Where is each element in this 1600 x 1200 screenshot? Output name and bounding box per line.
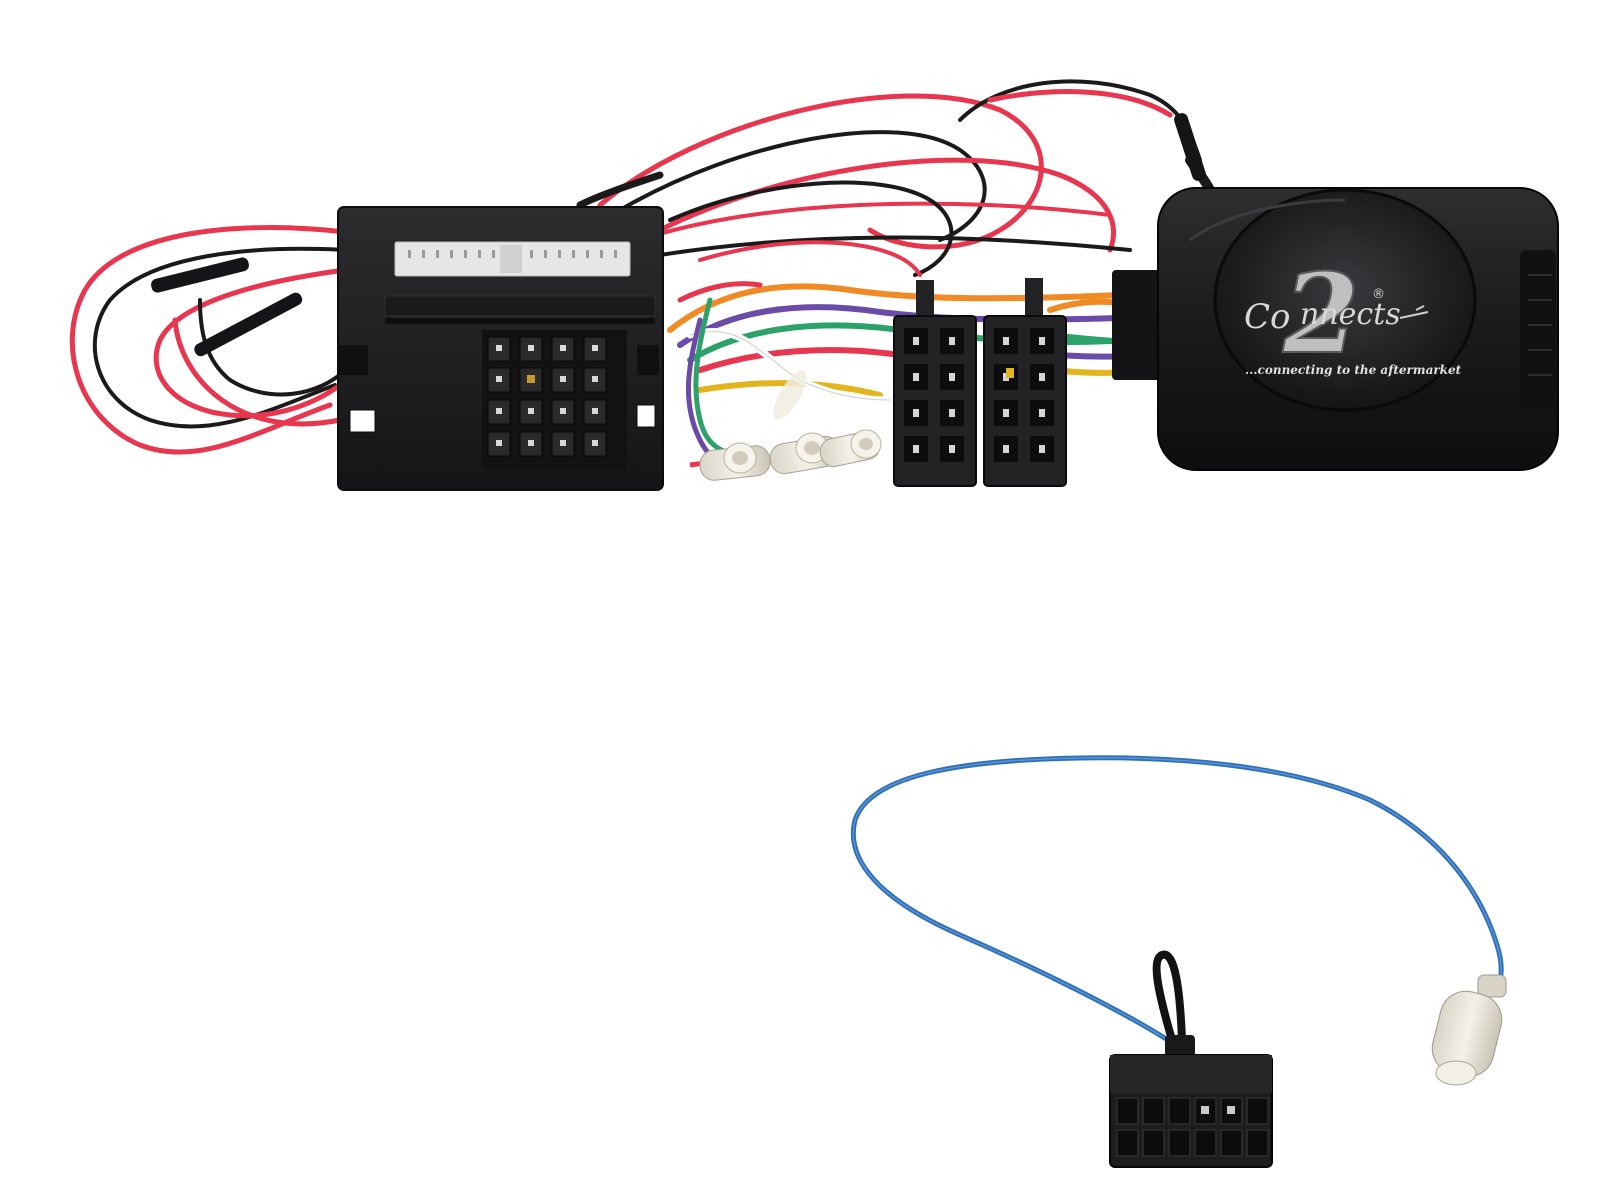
logo-prefix: Co bbox=[1244, 297, 1290, 337]
white-pin-row bbox=[408, 250, 617, 258]
iso-connector-right bbox=[983, 278, 1067, 487]
logo-registered-mark: ® bbox=[1372, 287, 1385, 302]
logo-suffix: nnects bbox=[1300, 297, 1401, 332]
quadlock-connector bbox=[337, 206, 664, 491]
power-wire-loops bbox=[69, 79, 1215, 455]
interface-box bbox=[1112, 187, 1559, 471]
iso-connector-left bbox=[893, 280, 977, 487]
patch-lead-bullet bbox=[1431, 974, 1507, 1086]
bullet-connectors bbox=[689, 370, 882, 481]
patch-lead-molex-plug bbox=[1109, 1035, 1273, 1168]
logo-numeral: 2 bbox=[1282, 249, 1360, 378]
heat-shrink-sleeves bbox=[151, 113, 1206, 357]
logo-tagline: ...connecting to the aftermarket bbox=[1245, 363, 1462, 377]
quadlock-pin-grid bbox=[482, 330, 627, 470]
patch-lead bbox=[850, 755, 1504, 1054]
brand-logo: 2 Co nnects ® ...connecting to the after… bbox=[1244, 248, 1462, 379]
